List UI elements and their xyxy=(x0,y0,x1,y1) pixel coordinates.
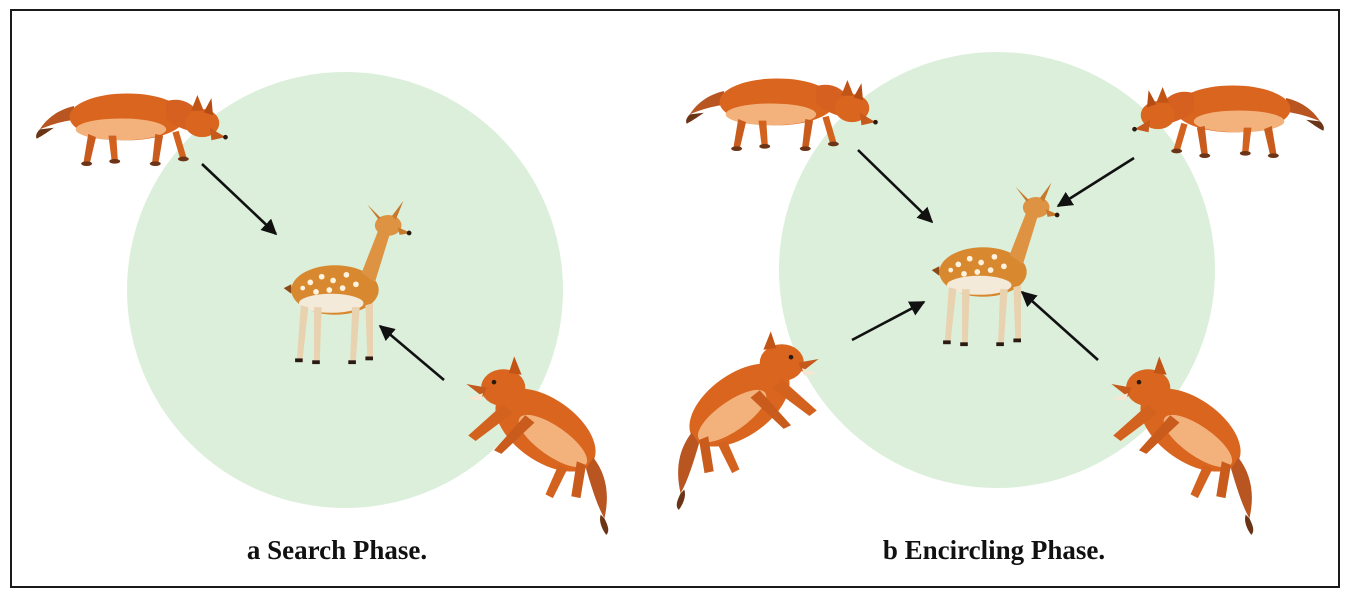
caption-encircling-phase: b Encircling Phase. xyxy=(882,535,1106,565)
panel-b xyxy=(674,52,1324,535)
dhole-icon xyxy=(674,331,819,510)
approach-arrow xyxy=(1056,156,1135,208)
approach-arrow xyxy=(857,149,934,224)
caption-search-phase: a Search Phase. xyxy=(246,535,428,565)
approach-arrow xyxy=(201,163,278,236)
panel-a xyxy=(36,72,611,535)
approach-arrow xyxy=(1020,290,1099,361)
approach-arrow xyxy=(851,300,926,342)
approach-arrow xyxy=(378,324,445,381)
